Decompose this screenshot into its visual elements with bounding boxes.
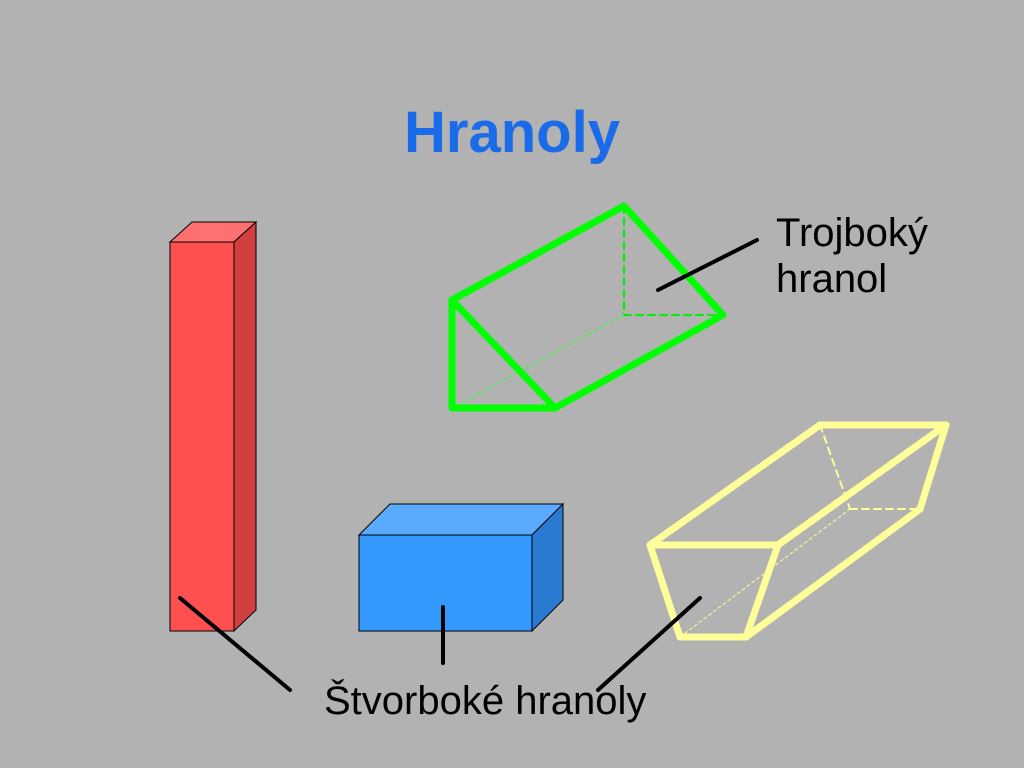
leader-line-red: [178, 596, 292, 692]
blue-box-prism: [357, 502, 565, 633]
quadrilateral-prisms-label: Štvorboké hranoly: [324, 679, 647, 723]
green-triangular-prism: [448, 202, 727, 412]
leader-line-triangular: [656, 238, 759, 292]
triangular-prism-label-line2: hranol: [776, 257, 888, 301]
triangular-prism-label: Trojboký hranol: [776, 210, 928, 302]
yellow-trapezoid-prism: [646, 421, 950, 641]
triangular-prism-label-line1: Trojboký: [776, 211, 928, 255]
slide-title: Hranoly: [404, 100, 620, 165]
leader-lines: [178, 238, 759, 692]
leader-line-yellow: [596, 596, 702, 692]
red-square-prism: [168, 220, 258, 633]
